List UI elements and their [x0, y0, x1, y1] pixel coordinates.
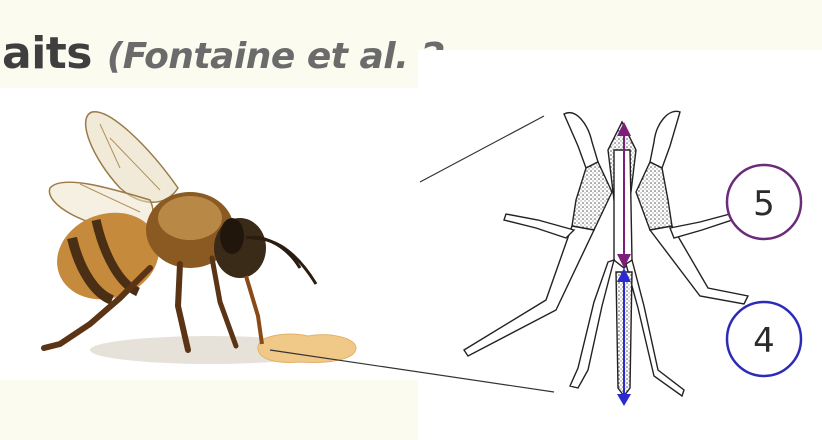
- honeybee-illustration: [0, 88, 418, 380]
- maxilla-tip-right: [650, 111, 680, 168]
- honey-drop: [258, 334, 356, 362]
- citation-text: (Fontaine et al. 2: [107, 36, 445, 77]
- thorax-fuzz: [158, 196, 222, 240]
- muscle-5-label: 5: [753, 184, 775, 224]
- honeybee-photo: [0, 88, 418, 380]
- compound-eye: [220, 218, 244, 254]
- muscle-4-label: 4: [753, 321, 775, 361]
- title-text: aits: [2, 28, 107, 79]
- slide-title: aits (Fontaine et al. 2: [2, 28, 445, 79]
- mouthparts-drawing: 5 4: [418, 50, 822, 440]
- galea-left: [464, 226, 594, 356]
- cardo-right: [636, 162, 672, 230]
- proboscis: [246, 276, 262, 344]
- lower-palp-right: [626, 260, 684, 396]
- labial-palp-right: [670, 214, 732, 238]
- cardo-left: [572, 162, 612, 230]
- muscle-4-arrowhead-down: [617, 394, 631, 406]
- mouthparts-diagram: 5 4: [418, 50, 822, 440]
- galea-right: [650, 226, 748, 304]
- labial-palp-left: [504, 214, 574, 238]
- maxilla-tip-left: [564, 113, 598, 168]
- lower-palp-left: [570, 260, 614, 388]
